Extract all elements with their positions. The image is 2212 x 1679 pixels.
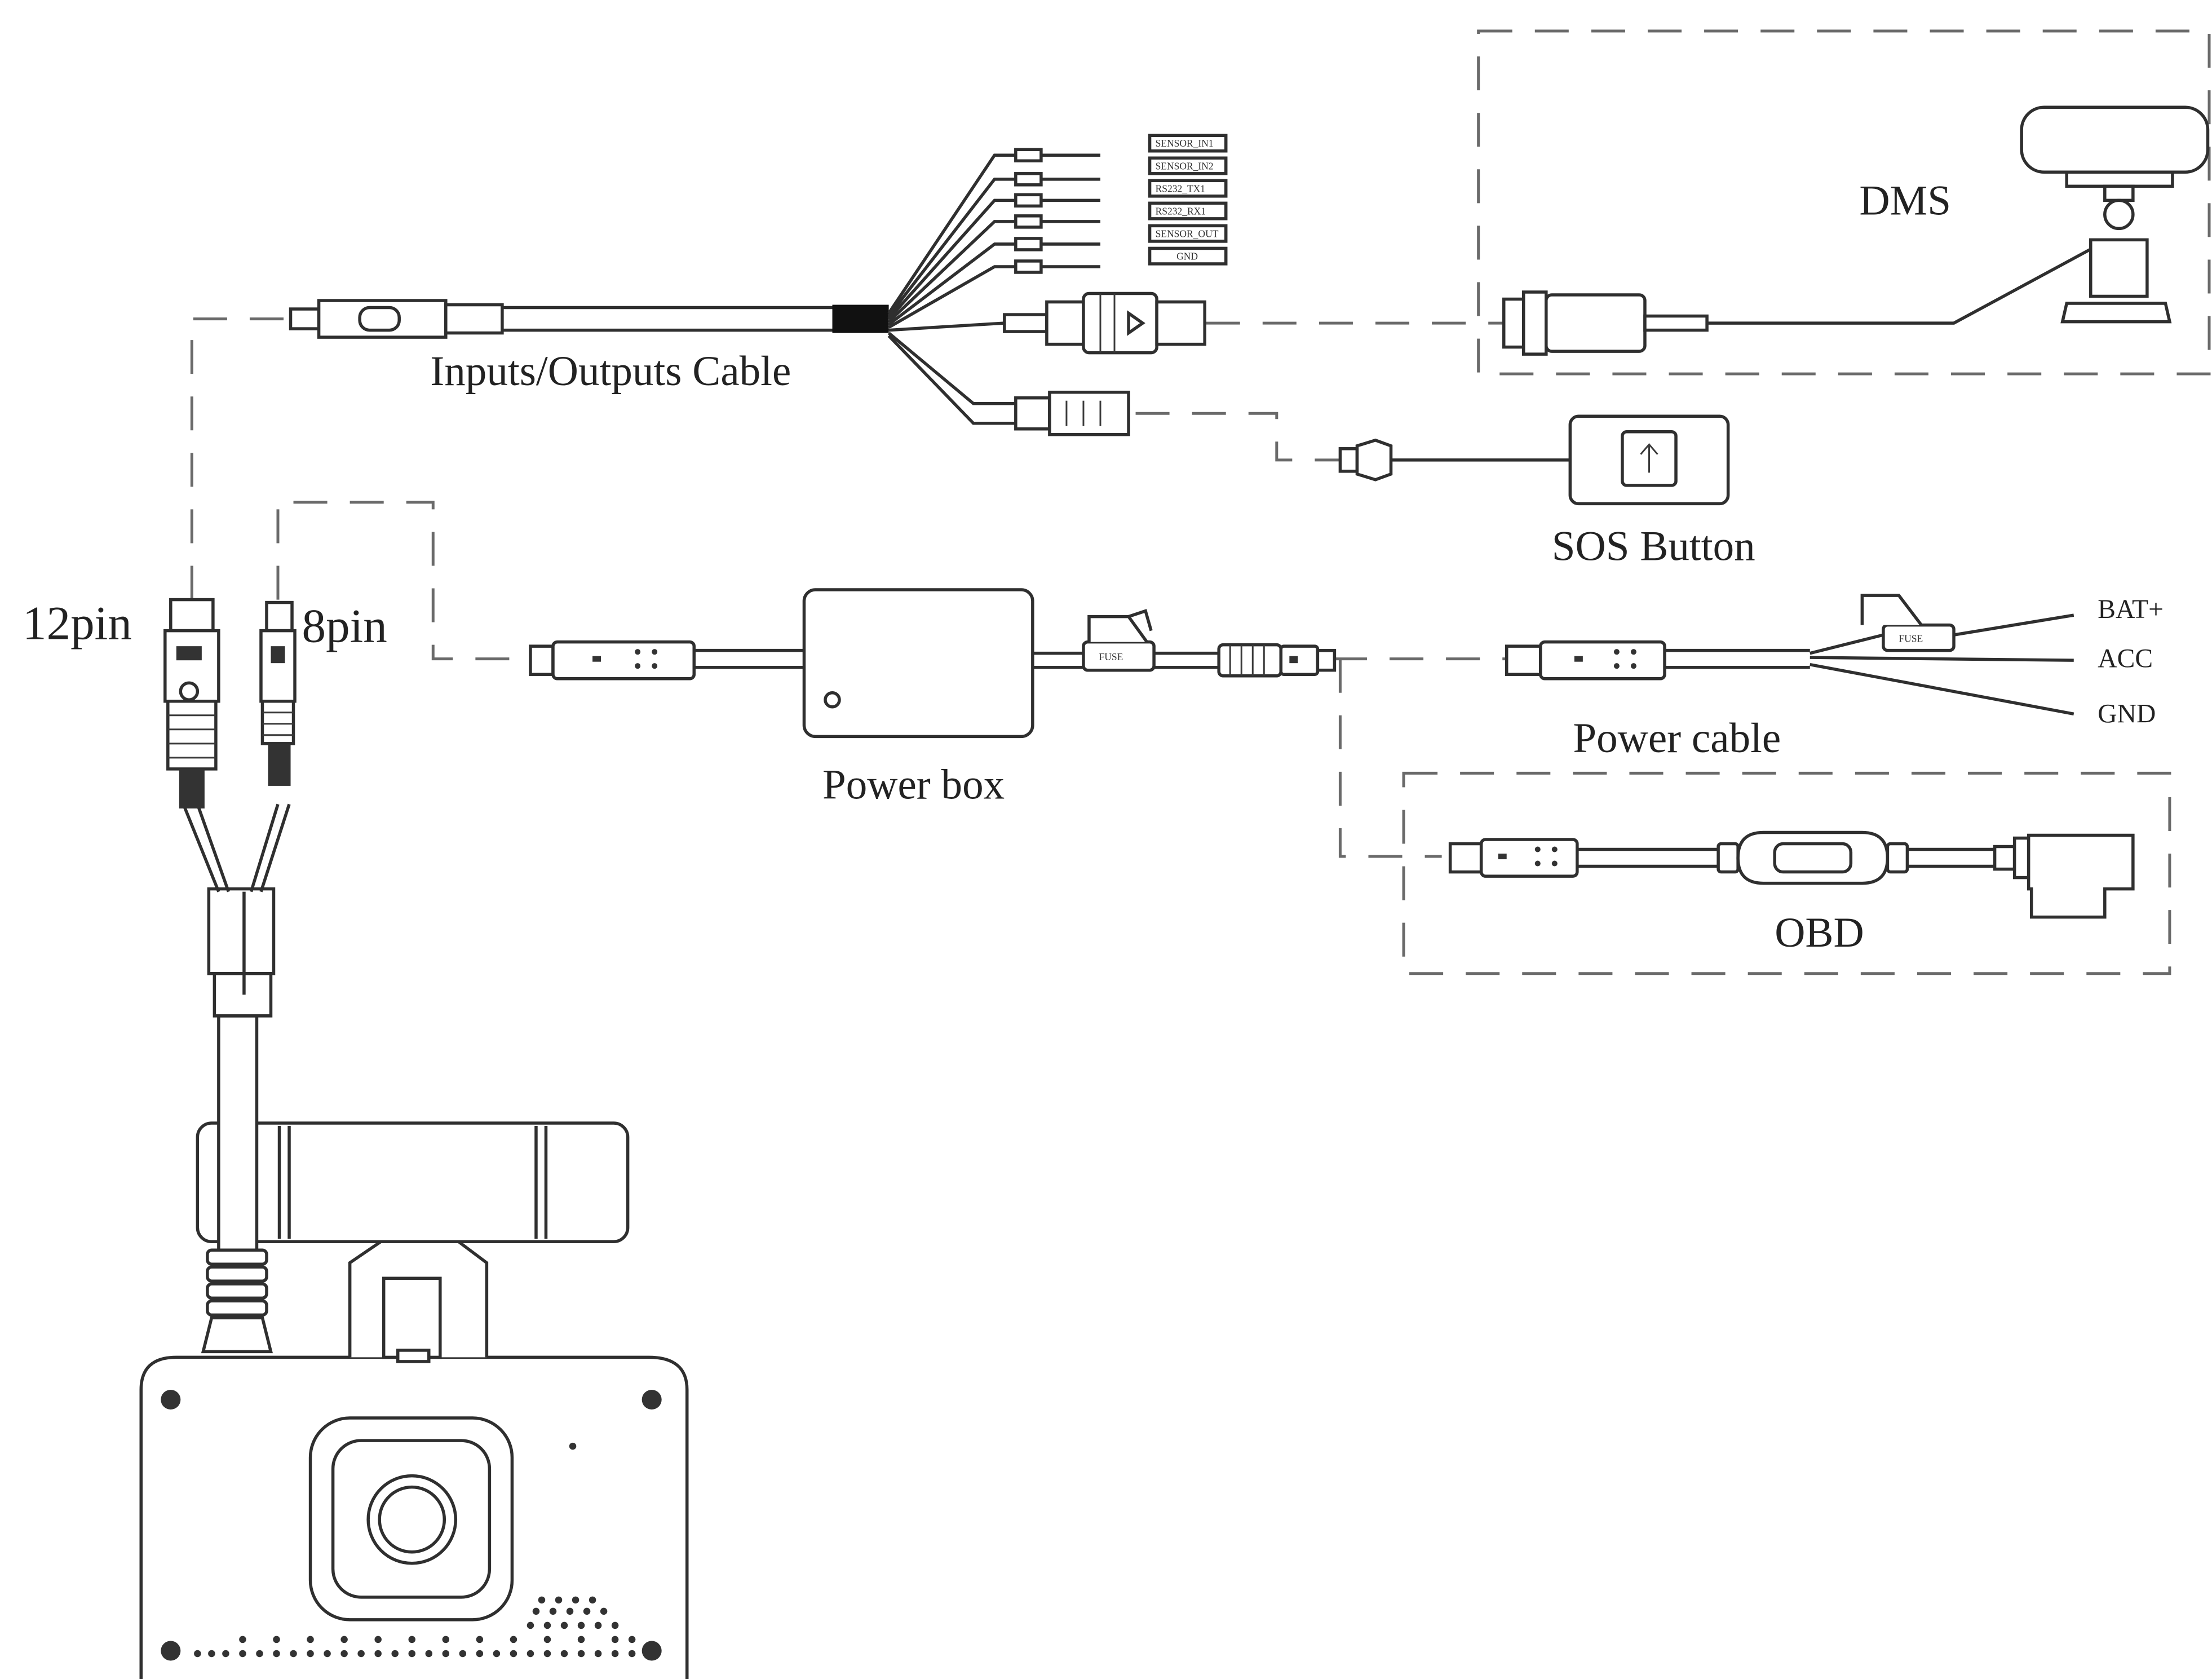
sos-button-device (1338, 414, 1730, 506)
camera-unit (139, 803, 689, 1679)
tag-rs232-rx1: RS232_RX1 (1156, 205, 1206, 216)
dashed-connections (190, 29, 2211, 975)
screw-icon (642, 1641, 662, 1661)
label-gnd: GND (2098, 699, 2156, 728)
obd-cable-device (1448, 830, 2135, 919)
tag-rs232-tx1: RS232_TX1 (1156, 183, 1205, 194)
label-acc: ACC (2098, 644, 2153, 674)
label-power-box: Power box (822, 761, 1005, 808)
screw-icon (161, 1641, 181, 1661)
screw-icon (642, 1389, 662, 1410)
fuse-text: FUSE (1099, 651, 1123, 662)
label-8pin: 8pin (302, 600, 387, 653)
label-sos-button: SOS Button (1552, 523, 1755, 570)
label-io-cable: Inputs/Outputs Cable (430, 348, 791, 395)
connector-8pin (259, 600, 297, 786)
io-wire-tags: SENSOR_IN1 SENSOR_IN2 RS232_TX1 RS232_RX… (1148, 134, 1228, 266)
tag-sensor-out: SENSOR_OUT (1156, 228, 1219, 239)
power-box-device: FUSE (529, 588, 1337, 739)
io-cable: SENSOR_IN1 SENSOR_IN2 RS232_TX1 RS232_RX… (289, 134, 1228, 436)
sos-symbol-icon (1640, 443, 1658, 473)
label-obd: OBD (1775, 909, 1864, 956)
label-dms: DMS (1859, 177, 1951, 224)
strain-relief (201, 1248, 273, 1354)
tag-gnd: GND (1176, 250, 1198, 262)
power-cable-device: FUSE (1505, 594, 2074, 715)
label-bat: BAT+ (2098, 595, 2164, 624)
tag-sensor-in1: SENSOR_IN1 (1156, 138, 1214, 149)
dms-device (1502, 105, 2210, 356)
label-12pin: 12pin (23, 597, 132, 650)
speaker-grille (194, 1596, 636, 1658)
tag-sensor-in2: SENSOR_IN2 (1156, 160, 1214, 171)
fuse-text: FUSE (1899, 633, 1923, 644)
connector-12pin (163, 598, 220, 808)
label-power-cable: Power cable (1573, 715, 1781, 762)
screw-icon (161, 1389, 181, 1410)
